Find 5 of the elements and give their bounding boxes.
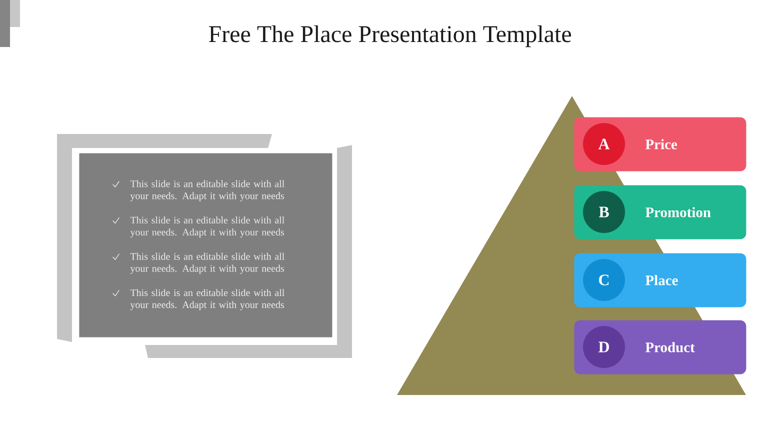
title: Free The Place Presentation Template	[208, 25, 571, 48]
bullet-text: This slide is an editable slide with all your needs. Adapt it with your needs	[130, 216, 284, 238]
bullet-text: This slide is an editable slide with all your needs. Adapt it with your needs	[130, 289, 284, 310]
bullet-text: This slide is an editable slide with all your needs. Adapt it with your needs	[130, 180, 284, 202]
bullet-text: This slide is an editable slide with all your needs. Adapt it with your needs	[130, 252, 284, 274]
